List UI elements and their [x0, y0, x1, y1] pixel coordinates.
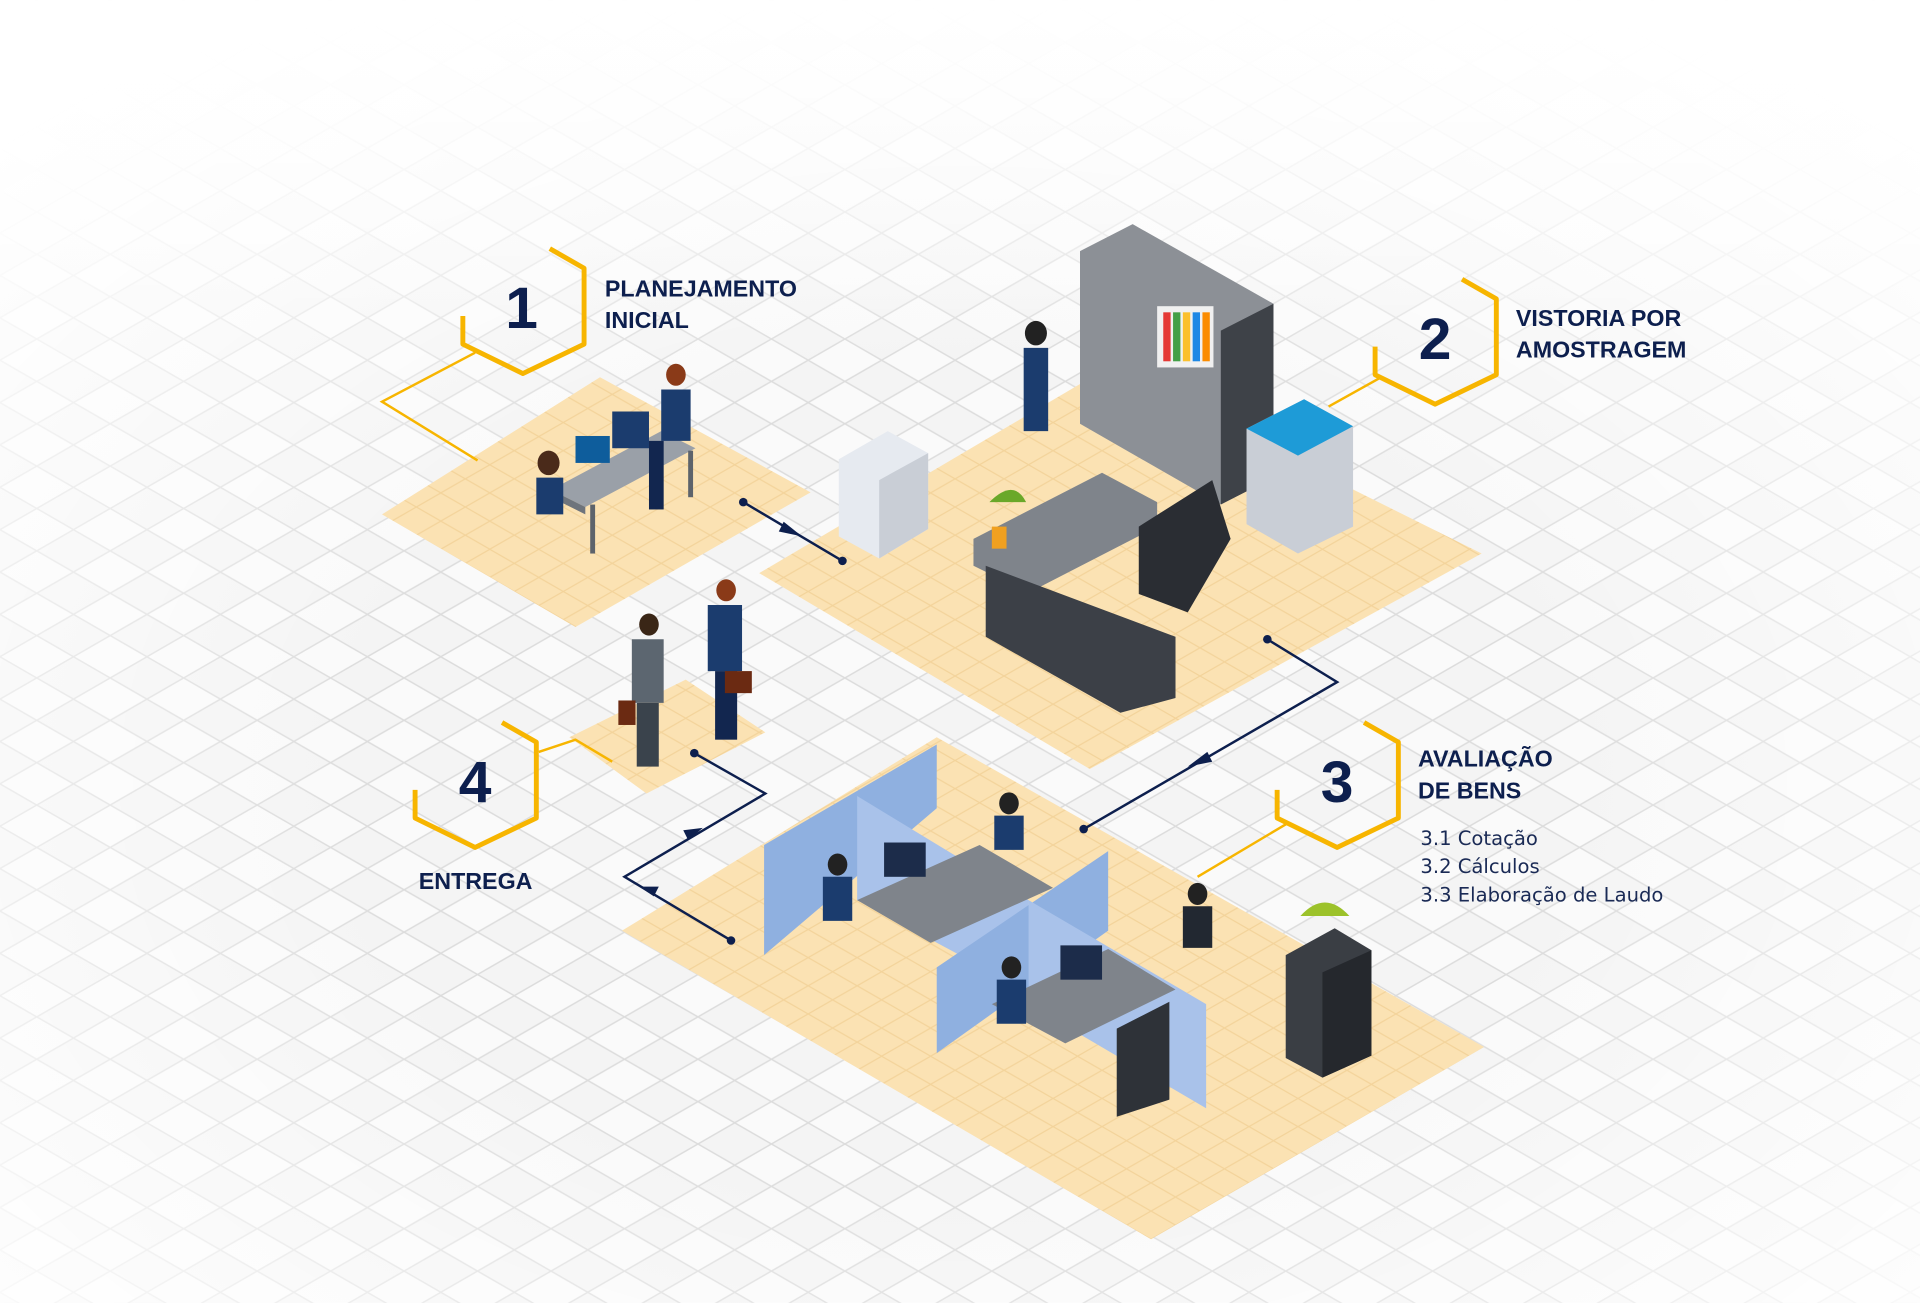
step-1-number: 1	[505, 276, 538, 341]
leader-line-2	[1327, 376, 1382, 408]
step-4-label: 4 ENTREGA	[419, 750, 533, 894]
flow-arrow-1-to-2	[738, 497, 847, 566]
step-1-title-line-1: PLANEJAMENTO	[605, 275, 797, 301]
hexagon-2-icon	[1372, 277, 1499, 407]
step-3-subitem: 3.2 Cálculos	[1420, 855, 1539, 878]
step-3-subitem: 3.1 Cotação	[1420, 827, 1537, 850]
step-3-label: 3 AVALIAÇÃO DE BENS 3.1 Cotação 3.2 Cálc…	[1321, 745, 1664, 907]
leader-line-1	[379, 351, 479, 462]
step-3-subitem: 3.3 Elaboração de Laudo	[1420, 883, 1663, 906]
inspection-office-scene	[838, 224, 1354, 713]
step-1-title-line-2: INICIAL	[605, 307, 689, 333]
leader-line-3	[1196, 821, 1289, 878]
flow-arrow-2-to-3	[1079, 634, 1340, 834]
leader-line-4	[538, 738, 613, 763]
evaluation-cubicles-scene	[764, 744, 1372, 1117]
floor-planning	[382, 377, 811, 628]
hexagon-4-icon	[412, 720, 539, 850]
step-2-title-line-2: AMOSTRAGEM	[1516, 337, 1687, 363]
step-2-label: 2 VISTORIA POR AMOSTRAGEM	[1419, 305, 1687, 372]
hexagon-1-icon	[460, 246, 587, 376]
step-1-label: 1 PLANEJAMENTO INICIAL	[505, 275, 797, 341]
step-2-number: 2	[1419, 307, 1452, 372]
step-2-title-line-1: VISTORIA POR	[1516, 305, 1682, 331]
hexagon-3-icon	[1274, 720, 1401, 850]
flow-arrow-3-to-4	[622, 748, 768, 945]
step-3-title-line-2: DE BENS	[1418, 777, 1521, 803]
planning-desk-scene	[536, 363, 696, 554]
handshake-scene	[618, 579, 752, 767]
step-4-number: 4	[459, 750, 492, 815]
step-4-title: ENTREGA	[419, 868, 533, 894]
step-3-title-line-1: AVALIAÇÃO	[1418, 745, 1553, 772]
step-3-number: 3	[1321, 750, 1354, 815]
